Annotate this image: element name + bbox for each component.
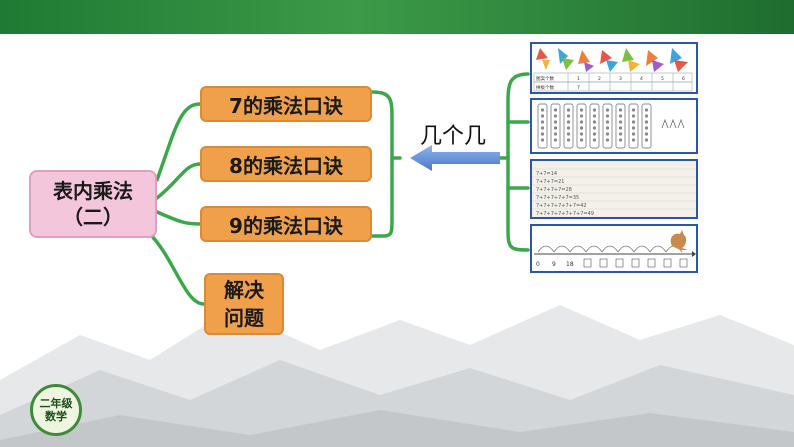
branch-9-box[interactable]: 9的乘法口诀 <box>200 206 372 242</box>
tangram-cell: 7 <box>577 85 580 91</box>
numberline-label: 0 <box>536 261 540 268</box>
addition-line: 7+7+7=21 <box>536 179 564 185</box>
main-topic-line1: 表内乘法 <box>53 179 133 203</box>
thumbnail-counters[interactable] <box>530 98 698 154</box>
branch-8-box[interactable]: 8的乘法口诀 <box>200 146 372 182</box>
badge-line1: 二年级 <box>39 397 73 410</box>
tangram-row1-header: 图案个数 <box>536 75 554 82</box>
kangaroo-icon <box>670 230 688 250</box>
tangram-cell: 5 <box>661 76 664 82</box>
branch-7-box[interactable]: 7的乘法口诀 <box>200 86 372 122</box>
solve-line1: 解决 <box>224 278 264 302</box>
addition-line: 7+7+7+7=28 <box>536 187 572 193</box>
grade-badge: 二年级 数学 <box>30 384 82 436</box>
tangram-cell: 2 <box>598 76 601 82</box>
left-arrow-icon <box>410 145 500 171</box>
tangram-figures-image: 图案个数 1 2 3 4 5 6 拼板个数 7 <box>533 48 693 92</box>
counter-columns-image <box>537 103 685 149</box>
numberline-label: 9 <box>552 261 556 268</box>
tangram-cell: 4 <box>640 76 643 82</box>
tangram-cell: 1 <box>577 76 580 82</box>
header-bar <box>0 0 794 34</box>
addition-notes-image: 7+7=14 7+7+7=21 7+7+7+7=28 7+7+7+7+7=35 … <box>532 161 696 217</box>
concept-label: 几个几 <box>420 124 487 149</box>
addition-line: 7+7+7+7+7+7+7=49 <box>536 211 594 217</box>
main-topic-line2: （二） <box>63 205 123 229</box>
addition-line: 7+7=14 <box>536 171 557 177</box>
numberline-label: 18 <box>566 261 574 268</box>
tangram-cell: 3 <box>619 76 622 82</box>
solve-problems-box[interactable]: 解决 问题 <box>204 273 284 335</box>
thumbnail-numberline[interactable]: 0 9 18 <box>530 224 698 273</box>
mountain-background <box>0 305 794 447</box>
addition-line: 7+7+7+7+7=35 <box>536 195 579 201</box>
tangram-row2-header: 拼板个数 <box>536 84 554 91</box>
addition-line: 7+7+7+7+7+7=42 <box>536 203 587 209</box>
tangram-cell: 6 <box>682 76 685 82</box>
badge-line2: 数学 <box>45 410 67 423</box>
main-topic-box: 表内乘法 （二） <box>29 170 157 238</box>
thumbnail-addition[interactable]: 7+7=14 7+7+7=21 7+7+7+7=28 7+7+7+7+7=35 … <box>530 159 698 219</box>
number-line-image: 0 9 18 <box>534 230 696 268</box>
thumbnail-tangram[interactable]: 图案个数 1 2 3 4 5 6 拼板个数 7 <box>530 42 698 94</box>
solve-line2: 问题 <box>224 306 264 330</box>
